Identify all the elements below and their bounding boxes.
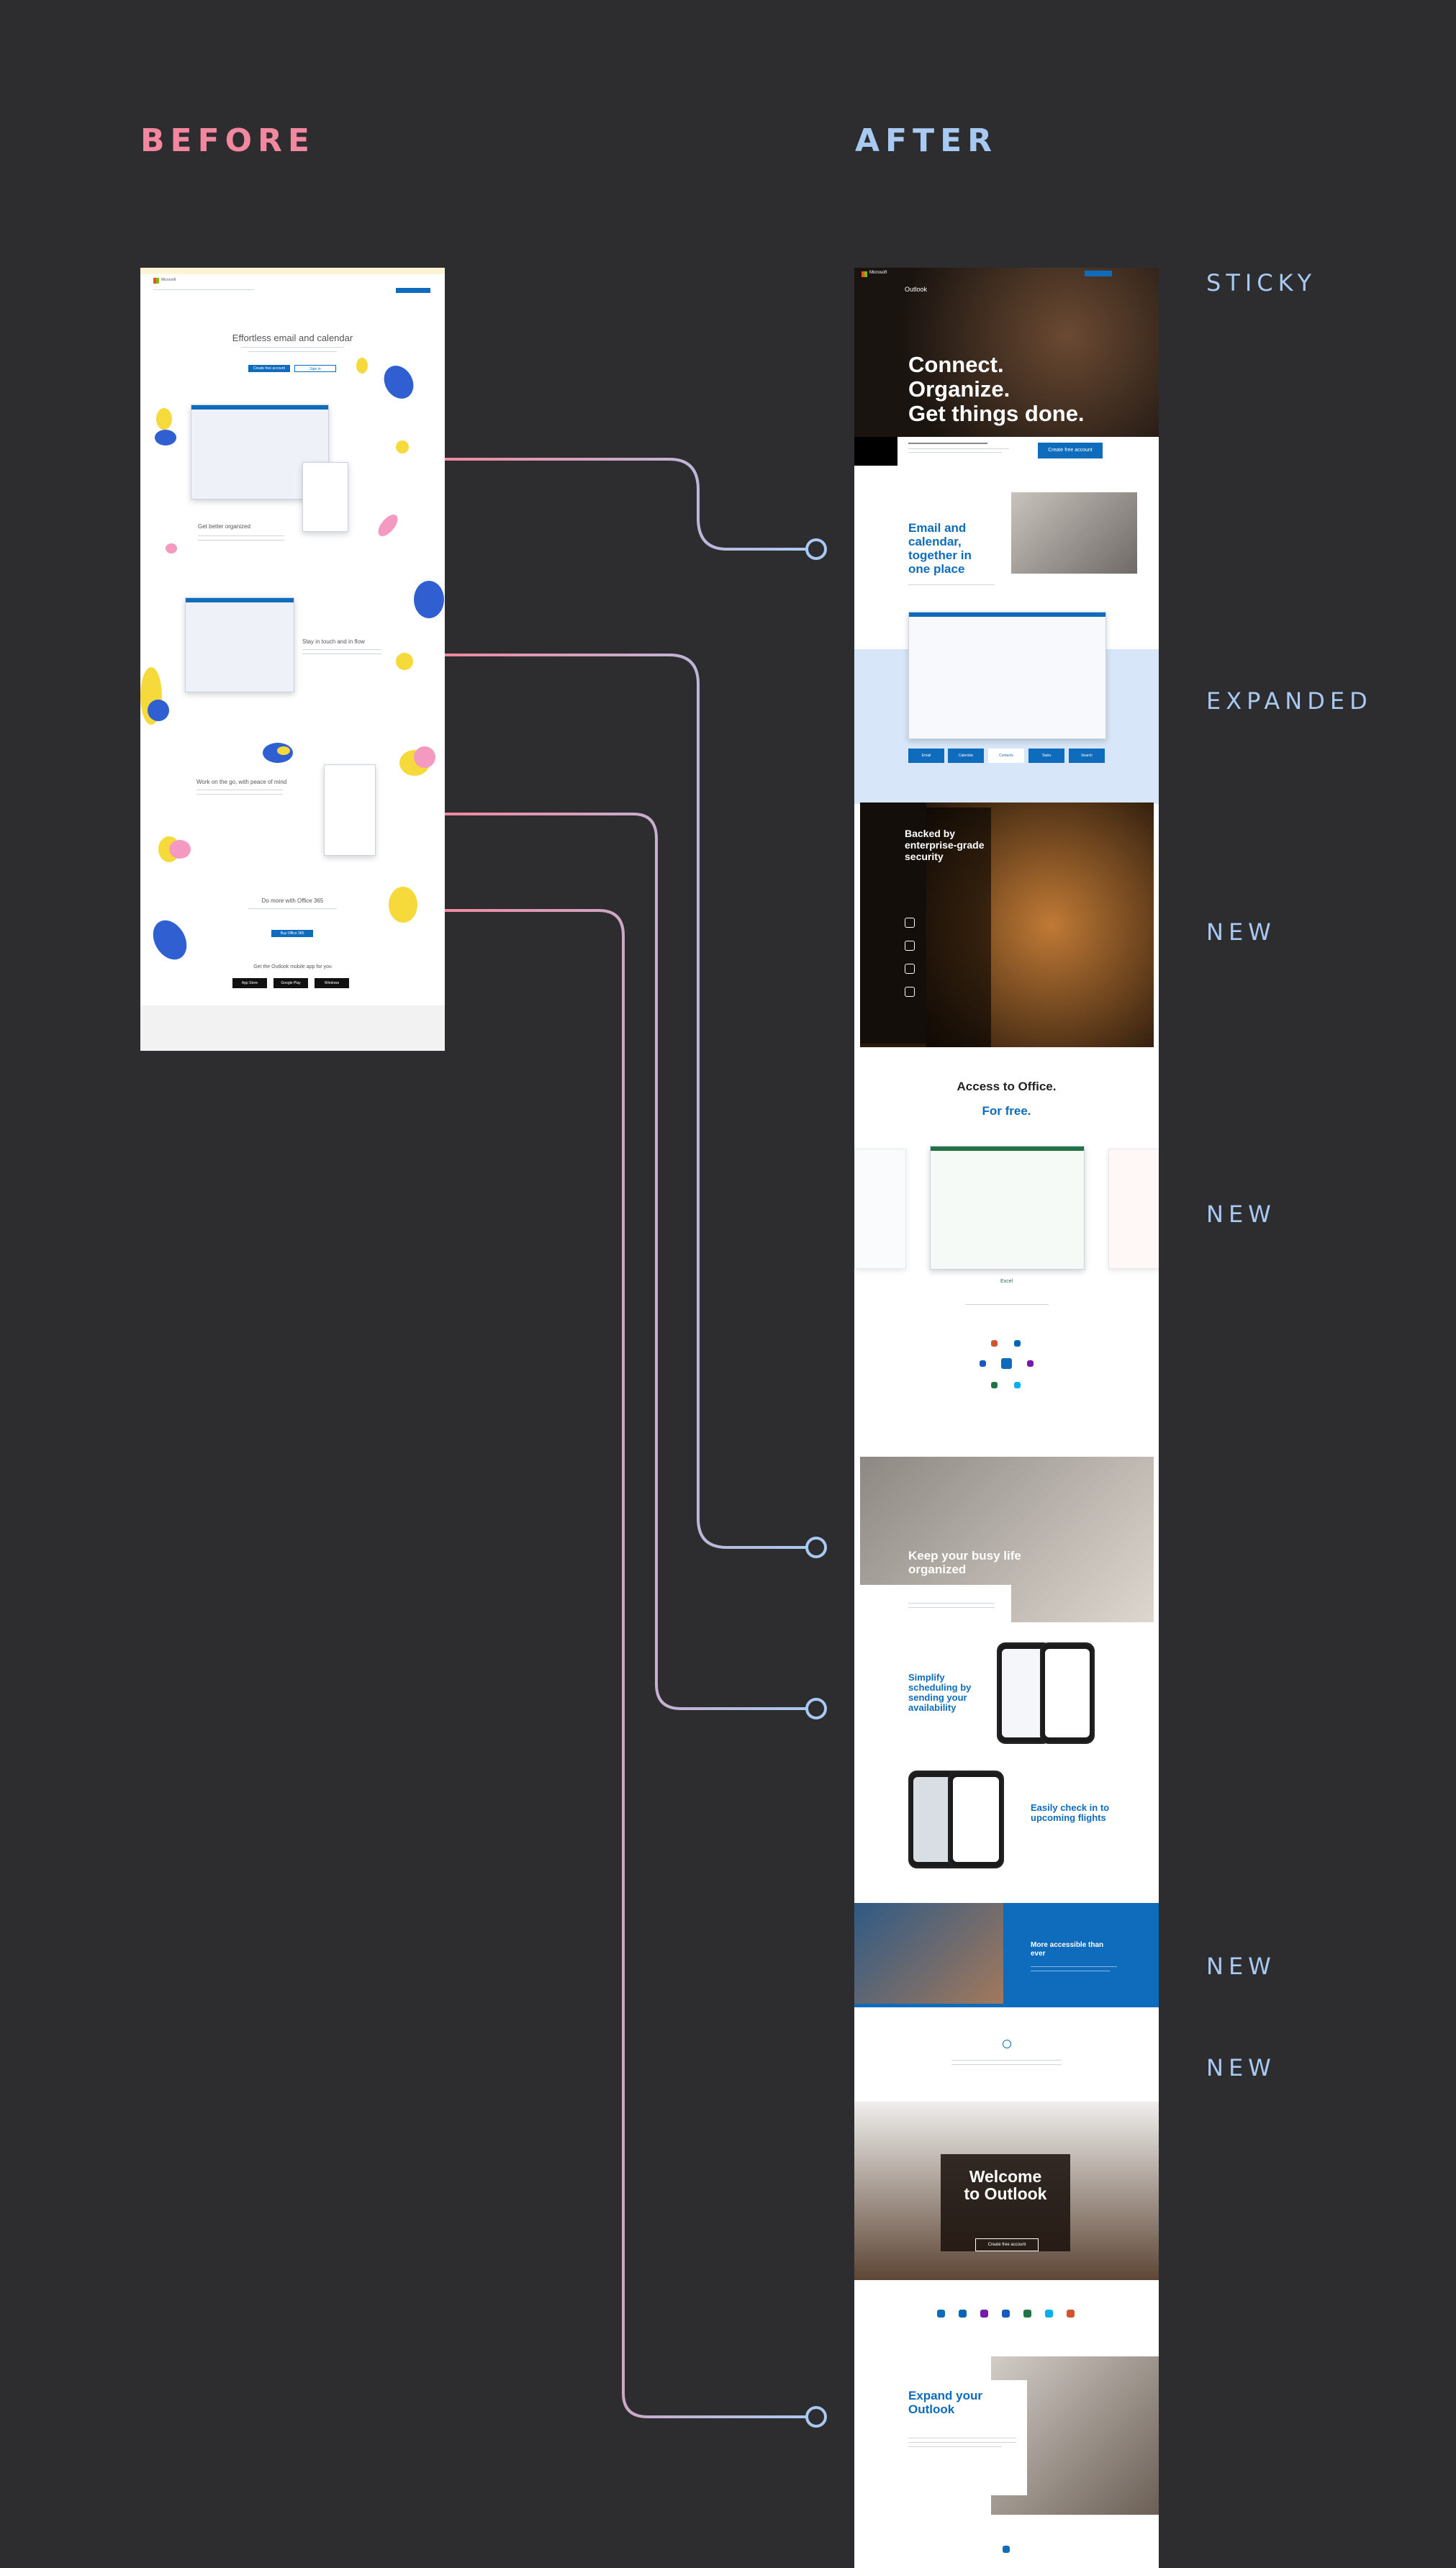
accessibility-icon — [1003, 2040, 1011, 2048]
before-brand: Microsoft — [161, 278, 176, 282]
welcome-line-1: Welcome — [969, 2167, 1042, 2186]
hero-line-2: Organize. — [908, 376, 1010, 402]
tag-new-security: NEW — [1206, 918, 1276, 946]
tag-new-accessible: NEW — [1206, 1953, 1276, 1980]
accessible-heading: More accessible than ever — [1031, 1941, 1104, 1958]
tab-calendar[interactable]: Calendar — [948, 749, 984, 763]
welcome-line-2: to Outlook — [964, 2184, 1047, 2203]
security-heading: Backed by enterprise-grade security — [905, 828, 985, 862]
word-icon — [1002, 2310, 1010, 2318]
outlook-icon — [1003, 2546, 1010, 2553]
tab-email[interactable]: Email — [908, 749, 944, 763]
before-apps-heading: Get the Outlook mobile app for you — [253, 964, 332, 969]
office-line-1: Access to Office. — [957, 1080, 1057, 1093]
office-line-2: For free. — [982, 1104, 1031, 1118]
before-phone-screenshot-2 — [324, 764, 376, 856]
before-sign-in-button[interactable]: Sign in — [294, 365, 336, 372]
microsoft-logo-icon — [862, 271, 867, 277]
before-footer — [140, 1005, 445, 1051]
onenote-icon — [1027, 1360, 1034, 1367]
woman-laptop-photo — [854, 1903, 1003, 2004]
flights-heading: Easily check in to upcoming flights — [1031, 1802, 1110, 1823]
excel-label: Excel — [1000, 1279, 1013, 1284]
flights-phone-2 — [948, 1771, 1004, 1868]
welcome-create-account-button[interactable]: Create free account — [975, 2238, 1039, 2251]
cookie-banner — [140, 268, 445, 274]
google-play-badge[interactable]: Google Play — [273, 978, 308, 988]
hero-create-account-button[interactable]: Create free account — [1038, 443, 1103, 458]
tab-tasks[interactable]: Tasks — [1028, 749, 1064, 763]
before-office365-button[interactable]: Buy Office 365 — [271, 930, 313, 937]
onedrive-icon — [959, 2310, 967, 2318]
lock-icon — [905, 941, 915, 951]
before-section-3: Work on the go, with peace of mind — [196, 779, 287, 785]
before-desktop-screenshot-2 — [185, 597, 294, 692]
before-nav-button[interactable] — [396, 288, 430, 293]
powerpoint-icon — [1067, 2310, 1075, 2318]
tag-new-office: NEW — [1206, 1201, 1276, 1228]
email-calendar-heading: Email and calendar, together in one plac… — [908, 521, 972, 576]
excel-icon — [1023, 2310, 1031, 2318]
tag-expanded: EXPANDED — [1206, 687, 1373, 715]
windows-store-badge[interactable]: Windows — [315, 978, 349, 988]
shield-icon — [905, 918, 915, 928]
tag-new-welcome: NEW — [1206, 2054, 1276, 2081]
tag-sticky: STICKY — [1206, 269, 1317, 297]
excel-icon — [991, 1382, 998, 1388]
app-store-badge[interactable]: App Store — [232, 978, 267, 988]
scheduling-heading: Simplify scheduling by sending your avai… — [908, 1672, 972, 1713]
word-icon — [980, 1360, 986, 1367]
expand-heading: Expand your Outlook — [908, 2389, 982, 2416]
before-create-account-button[interactable]: Create free account — [248, 365, 290, 372]
hero-line-1: Connect. — [908, 352, 1004, 377]
after-page: Microsoft Outlook Connect. Organize. Get… — [854, 268, 1159, 2568]
hero-line-3: Get things done. — [908, 401, 1085, 426]
tab-search[interactable]: Search — [1069, 749, 1105, 763]
filter-icon — [905, 964, 915, 974]
powerpoint-icon — [991, 1340, 998, 1347]
after-brand: Microsoft — [869, 271, 887, 275]
before-phone-screenshot — [302, 462, 348, 532]
scheduling-phone-2 — [1040, 1642, 1095, 1744]
skype-icon — [1014, 1382, 1021, 1388]
header-cta-button[interactable] — [1085, 271, 1112, 276]
outlook-icon — [937, 2310, 945, 2318]
outlook-icon — [1001, 1358, 1012, 1369]
before-section-2: Stay in touch and in flow — [302, 638, 365, 645]
microsoft-logo-icon — [153, 278, 159, 284]
onedrive-icon — [1014, 1340, 1021, 1347]
before-section-1: Get better organized — [198, 523, 250, 530]
before-section-4: Do more with Office 365 — [261, 898, 324, 904]
before-heading: BEFORE — [140, 122, 315, 159]
man-photo — [1011, 492, 1137, 574]
busy-life-heading: Keep your busy life organized — [908, 1549, 1021, 1576]
product-name: Outlook — [905, 286, 928, 293]
before-page: Microsoft Effortless email and calendar … — [140, 268, 445, 1051]
after-desktop-screenshot — [908, 612, 1106, 739]
hero-section: Microsoft Outlook Connect. Organize. Get… — [854, 268, 1159, 437]
skype-icon — [1045, 2310, 1053, 2318]
encrypt-icon — [905, 987, 915, 997]
after-heading: AFTER — [855, 122, 998, 159]
onenote-icon — [980, 2310, 988, 2318]
excel-screenshot — [930, 1146, 1085, 1270]
before-hero-title: Effortless email and calendar — [232, 333, 353, 343]
tab-contacts[interactable]: Contacts — [988, 749, 1024, 763]
